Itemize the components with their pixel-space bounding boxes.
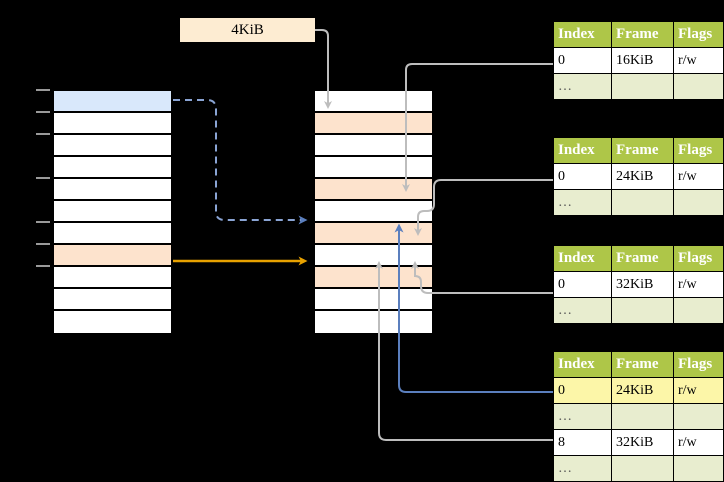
physical-frame-row-2 bbox=[315, 135, 432, 157]
column-header-index: Index bbox=[553, 245, 612, 272]
cell-frame: 32KiB bbox=[611, 429, 674, 456]
cell-flags bbox=[673, 403, 724, 430]
cell-frame: 32KiB bbox=[611, 271, 674, 298]
cell-frame: 16KiB bbox=[611, 47, 674, 74]
cell-flags bbox=[673, 455, 724, 482]
cell-flags bbox=[673, 189, 724, 216]
cell-flags: r/w bbox=[673, 47, 724, 74]
virtual-page-row-9 bbox=[54, 289, 171, 311]
column-header-flags: Flags bbox=[673, 351, 724, 378]
wire-virt-blue-to-phys bbox=[173, 99, 308, 225]
table-row: … bbox=[553, 189, 724, 216]
cell-index: 0 bbox=[553, 271, 612, 298]
cell-index: 0 bbox=[553, 47, 612, 74]
cell-index: … bbox=[553, 455, 612, 482]
column-header-frame: Frame bbox=[611, 21, 674, 48]
table-row: … bbox=[553, 455, 724, 482]
physical-frame-row-4 bbox=[315, 179, 432, 201]
wire-pt3-to-physmem bbox=[411, 261, 553, 294]
virtual-page-row-3 bbox=[54, 157, 171, 179]
virtual-page-row-1 bbox=[54, 113, 171, 135]
cell-frame bbox=[611, 403, 674, 430]
cell-flags: r/w bbox=[673, 429, 724, 456]
tick-mark-0 bbox=[36, 89, 50, 91]
cell-index: … bbox=[553, 297, 612, 324]
tick-mark-1 bbox=[36, 111, 50, 113]
tick-mark-5 bbox=[36, 243, 50, 245]
physical-frame-row-0 bbox=[315, 91, 432, 113]
cell-frame bbox=[611, 455, 674, 482]
physical-frame-row-6 bbox=[315, 223, 432, 245]
cell-frame: 24KiB bbox=[611, 163, 674, 190]
cell-flags: r/w bbox=[673, 271, 724, 298]
table-row: … bbox=[553, 73, 724, 100]
physical-frame-row-7 bbox=[315, 245, 432, 267]
column-header-index: Index bbox=[553, 137, 612, 164]
column-header-flags: Flags bbox=[673, 137, 724, 164]
virtual-page-row-7 bbox=[54, 245, 171, 267]
tick-mark-2 bbox=[36, 133, 50, 135]
cell-flags: r/w bbox=[673, 163, 724, 190]
virtual-page-row-10 bbox=[54, 311, 171, 333]
table-row: … bbox=[553, 403, 724, 430]
physical-frame-row-9 bbox=[315, 289, 432, 311]
virtual-page-row-8 bbox=[54, 267, 171, 289]
cell-frame bbox=[611, 189, 674, 216]
physical-frame-row-5 bbox=[315, 201, 432, 223]
physical-frame-row-8 bbox=[315, 267, 432, 289]
cell-flags bbox=[673, 73, 724, 100]
virtual-page-row-6 bbox=[54, 223, 171, 245]
physical-frame-row-3 bbox=[315, 157, 432, 179]
column-header-flags: Flags bbox=[673, 245, 724, 272]
cell-frame bbox=[611, 73, 674, 100]
physical-frame-row-10 bbox=[315, 311, 432, 333]
physical-frame-row-1 bbox=[315, 113, 432, 135]
column-header-frame: Frame bbox=[611, 245, 674, 272]
virtual-page-row-0 bbox=[54, 91, 171, 113]
wire-pt2-to-physmem bbox=[414, 179, 553, 236]
tick-mark-4 bbox=[36, 221, 50, 223]
cell-flags bbox=[673, 297, 724, 324]
cell-frame: 24KiB bbox=[611, 377, 674, 404]
column-header-flags: Flags bbox=[673, 21, 724, 48]
tick-mark-6 bbox=[36, 265, 50, 267]
column-header-frame: Frame bbox=[611, 351, 674, 378]
cell-frame bbox=[611, 297, 674, 324]
cell-index: … bbox=[553, 73, 612, 100]
column-header-frame: Frame bbox=[611, 137, 674, 164]
tick-mark-3 bbox=[36, 177, 50, 179]
cell-index: … bbox=[553, 189, 612, 216]
column-header-index: Index bbox=[553, 351, 612, 378]
size-label-4kib: 4KiB bbox=[180, 18, 315, 42]
cell-flags: r/w bbox=[673, 377, 724, 404]
column-header-index: Index bbox=[553, 21, 612, 48]
virtual-address-space-column bbox=[52, 89, 173, 335]
cell-index: … bbox=[553, 403, 612, 430]
cell-index: 0 bbox=[553, 163, 612, 190]
virtual-page-row-2 bbox=[54, 135, 171, 157]
table-row: … bbox=[553, 297, 724, 324]
virtual-page-row-4 bbox=[54, 179, 171, 201]
virtual-page-row-5 bbox=[54, 201, 171, 223]
physical-memory-column bbox=[313, 89, 434, 335]
cell-index: 0 bbox=[553, 377, 612, 404]
cell-index: 8 bbox=[553, 429, 612, 456]
